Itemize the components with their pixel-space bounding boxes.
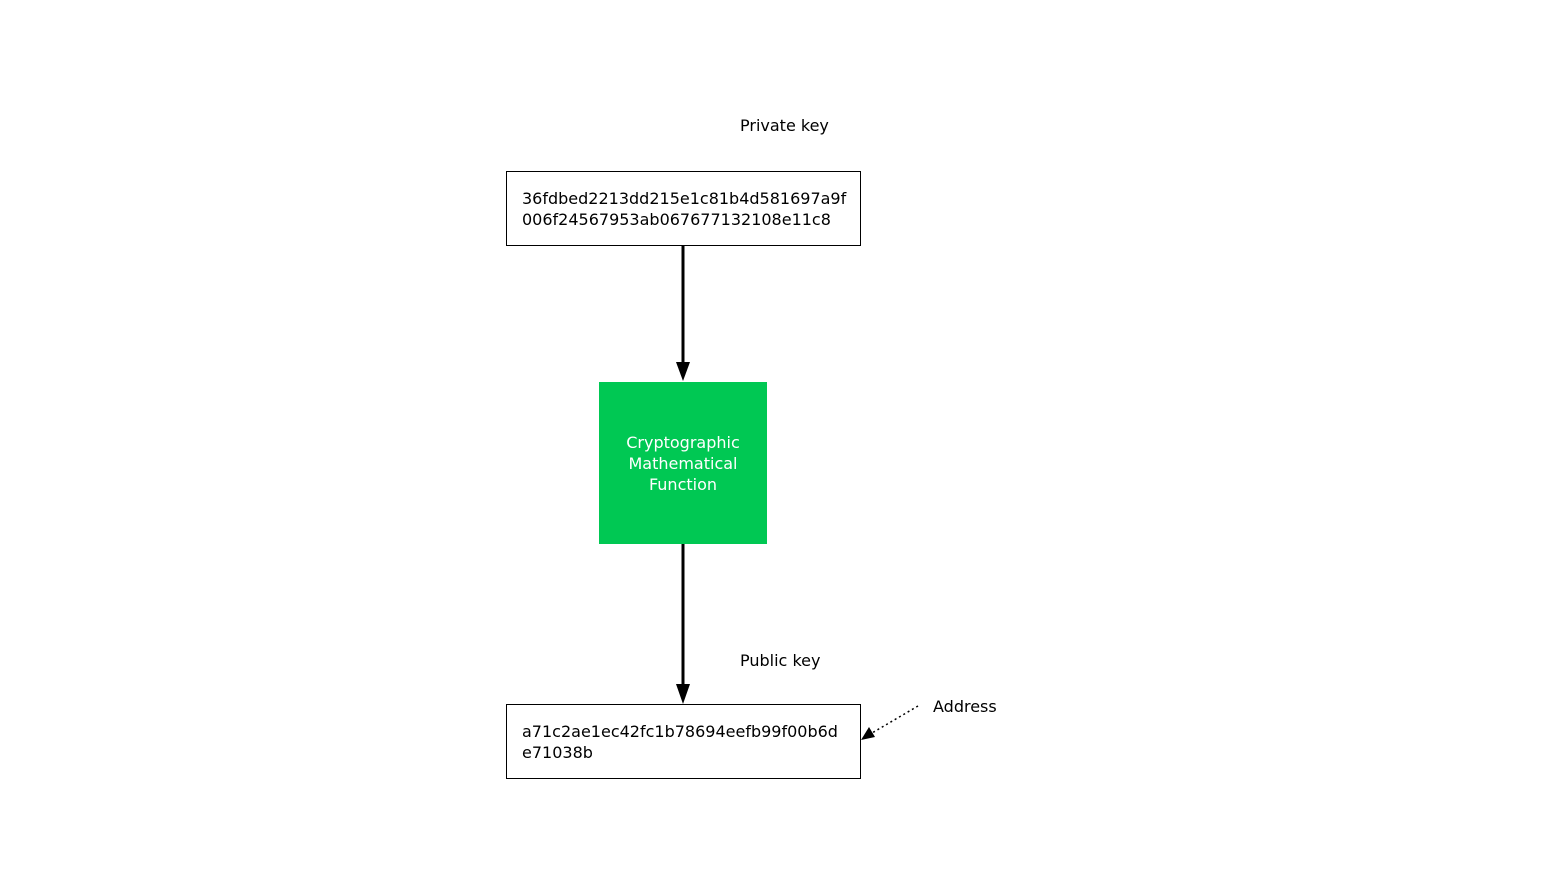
private-key-label: Private key	[740, 116, 829, 135]
address-pointer-line	[871, 705, 919, 734]
public-key-line-1: a71c2ae1ec42fc1b78694eefb99f00b6d	[522, 722, 838, 741]
private-key-line-2: 006f24567953ab067677132108e11c8	[522, 210, 831, 229]
public-key-label: Public key	[740, 651, 821, 670]
address-pointer-arrowhead	[861, 727, 875, 740]
function-line-1: Cryptographic	[626, 432, 740, 452]
function-line-3: Function	[648, 474, 718, 494]
function-line-2: Mathematical	[628, 453, 738, 473]
public-key-line-2: e71038b	[522, 743, 593, 762]
arrowhead-function-to-public	[676, 684, 690, 704]
arrowhead-private-to-function	[676, 362, 690, 381]
public-key-box: a71c2ae1ec42fc1b78694eefb99f00b6d e71038…	[506, 704, 861, 779]
private-key-line-1: 36fdbed2213dd215e1c81b4d581697a9f	[522, 189, 847, 208]
private-key-box: 36fdbed2213dd215e1c81b4d581697a9f 006f24…	[506, 171, 861, 246]
cryptographic-function-box: Cryptographic Mathematical Function	[599, 382, 767, 544]
address-label: Address	[933, 697, 997, 716]
